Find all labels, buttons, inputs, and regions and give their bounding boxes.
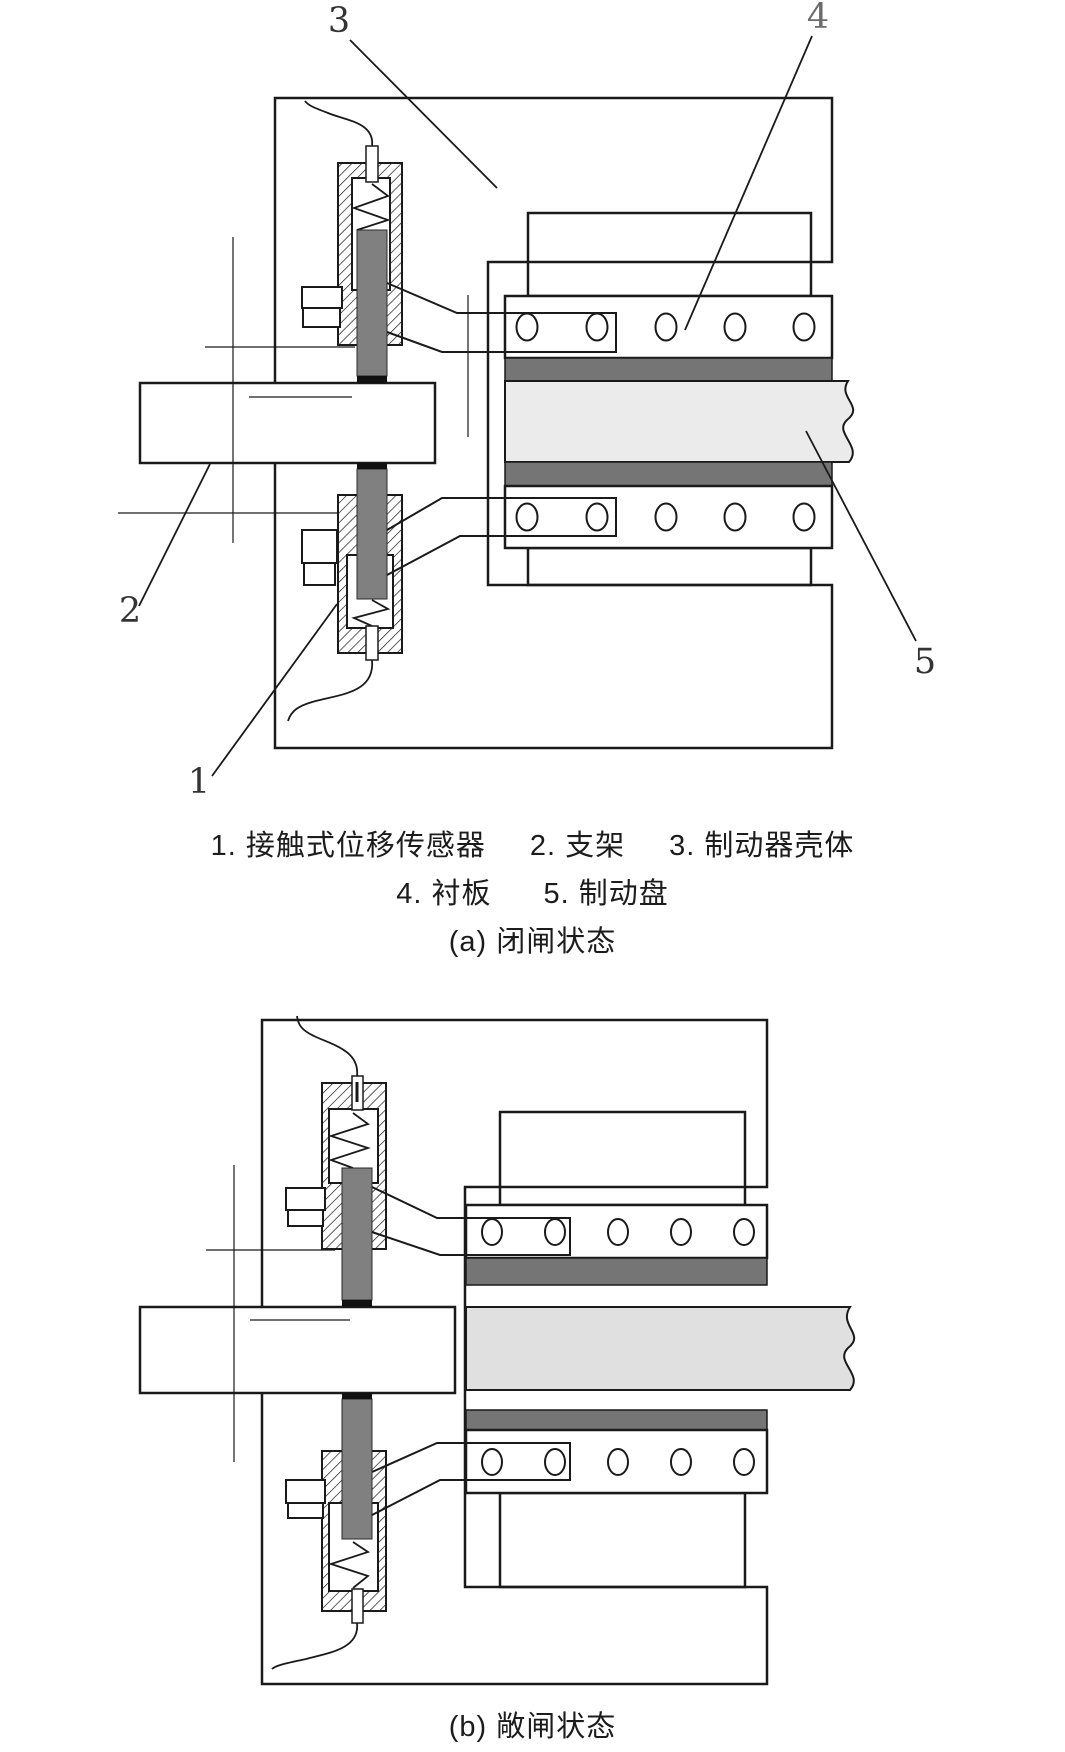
displacement-sensor-upper-b bbox=[285, 1015, 466, 1307]
mount-bolt-upper-b bbox=[285, 1187, 326, 1211]
plate-inner-frame-upper-a bbox=[504, 312, 617, 353]
centerlines-b bbox=[206, 1165, 350, 1462]
legend-row-1: 1. 接触式位移传感器 2. 支架 3. 制动器壳体 bbox=[0, 822, 1065, 864]
plate-inner-frame-upper-b bbox=[465, 1217, 571, 1256]
sensor-link-line-lower-b1 bbox=[371, 1442, 466, 1473]
plate-inner-frame-lower-a bbox=[504, 497, 617, 537]
friction-strip-lower-b bbox=[465, 1409, 768, 1431]
sensor-link-line-upper-b2 bbox=[371, 1231, 466, 1256]
sensor-stem-upper-a bbox=[365, 145, 379, 183]
leader-line-1 bbox=[211, 603, 338, 777]
sensor-rod-lower-b bbox=[341, 1398, 373, 1540]
mount-bolt-upper-a bbox=[301, 286, 343, 309]
mount-bolt-upper-a2 bbox=[302, 307, 341, 328]
sensor-link-line-lower-b2 bbox=[371, 1479, 466, 1516]
sensor-rod-upper-a bbox=[356, 229, 388, 377]
legend-item-1: 1. 接触式位移传感器 bbox=[210, 830, 486, 862]
sensor-spring-lower-a bbox=[351, 599, 391, 627]
leader-line-3 bbox=[349, 39, 498, 189]
sensor-rod-lower-a bbox=[356, 468, 388, 600]
legend-row-2: 4. 衬板 5. 制动盘 bbox=[0, 870, 1065, 912]
friction-strip-lower-a bbox=[504, 461, 833, 487]
caliper-bridge-lower-a bbox=[526, 546, 813, 587]
plate-holes-lower-b bbox=[481, 1448, 755, 1476]
sensor-spring-lower-b bbox=[328, 1541, 371, 1589]
part-label-4: 4 bbox=[807, 0, 829, 37]
brake-disc-b bbox=[465, 1306, 856, 1391]
legend-item-3: 3. 制动器壳体 bbox=[669, 830, 855, 862]
sensor-link-line-upper-a2 bbox=[386, 331, 505, 353]
sensor-link-line-lower-a1 bbox=[386, 497, 505, 531]
friction-strip-upper-b bbox=[465, 1257, 768, 1286]
friction-strip-upper-a bbox=[504, 357, 833, 382]
sensor-rod-tip-upper-a bbox=[357, 376, 387, 383]
sensor-cable-lower-b bbox=[271, 1622, 358, 1670]
displacement-sensor-lower-a bbox=[287, 463, 505, 722]
sensor-link-line-lower-a2 bbox=[386, 535, 505, 576]
part-label-1: 1 bbox=[188, 762, 210, 802]
sensor-stem-lower-a bbox=[365, 625, 379, 661]
leader-line-4 bbox=[684, 35, 813, 331]
part-label-2: 2 bbox=[119, 591, 141, 631]
mount-bolt-lower-a bbox=[301, 529, 338, 564]
sensor-rod-tip-upper-b bbox=[342, 1300, 372, 1307]
part-label-3: 3 bbox=[328, 1, 350, 41]
legend-item-4: 4. 衬板 bbox=[396, 878, 492, 910]
figure-b-drawing bbox=[138, 1015, 856, 1686]
sensor-cable-lower-a bbox=[287, 659, 373, 722]
figure-a-caption: (a) 闭闸状态 bbox=[448, 926, 617, 958]
leader-line-2 bbox=[138, 463, 211, 607]
mount-bolt-lower-b2 bbox=[287, 1502, 324, 1519]
sensor-link-line-upper-b1 bbox=[371, 1186, 466, 1219]
mount-bolt-lower-a2 bbox=[303, 562, 336, 586]
sensor-stem-lower-b bbox=[351, 1588, 364, 1624]
sensor-rod-tip-lower-b bbox=[342, 1393, 372, 1399]
displacement-sensor-lower-b bbox=[271, 1393, 466, 1670]
sensor-cable-upper-b bbox=[296, 1015, 358, 1077]
leader-line-5 bbox=[805, 430, 917, 642]
leader-lines-a bbox=[138, 35, 917, 777]
plate-holes-lower-a bbox=[515, 502, 816, 532]
sensor-spring-upper-b bbox=[328, 1112, 371, 1169]
brake-disc-a bbox=[504, 380, 855, 463]
plate-inner-frame-lower-b bbox=[465, 1442, 571, 1481]
support-bracket-a bbox=[138, 381, 437, 465]
legend-item-5: 5. 制动盘 bbox=[543, 878, 669, 910]
sensor-spring-upper-a bbox=[351, 183, 391, 231]
sensor-cable-upper-a bbox=[304, 100, 373, 147]
sensor-rod-tip-lower-a bbox=[357, 463, 387, 469]
figure-b-caption: (b) 敞闸状态 bbox=[448, 1711, 617, 1743]
plate-holes-upper-b bbox=[481, 1218, 755, 1246]
part-label-5: 5 bbox=[914, 642, 936, 682]
sensor-rod-upper-b bbox=[341, 1167, 373, 1301]
legend-item-2: 2. 支架 bbox=[529, 830, 626, 862]
mount-bolt-upper-b2 bbox=[287, 1209, 324, 1227]
brake-housing-outline-b bbox=[260, 1018, 769, 1686]
figure-a-drawing: 3 4 2 1 5 bbox=[118, 0, 936, 802]
displacement-sensor-upper-a bbox=[301, 100, 505, 383]
sensor-link-line-upper-a1 bbox=[386, 282, 505, 314]
support-bracket-b bbox=[138, 1305, 457, 1395]
centerlines-a bbox=[118, 237, 469, 543]
plate-holes-upper-a bbox=[515, 312, 816, 342]
caliper-bridge-lower-b bbox=[498, 1491, 747, 1589]
mount-bolt-lower-b bbox=[285, 1479, 326, 1504]
